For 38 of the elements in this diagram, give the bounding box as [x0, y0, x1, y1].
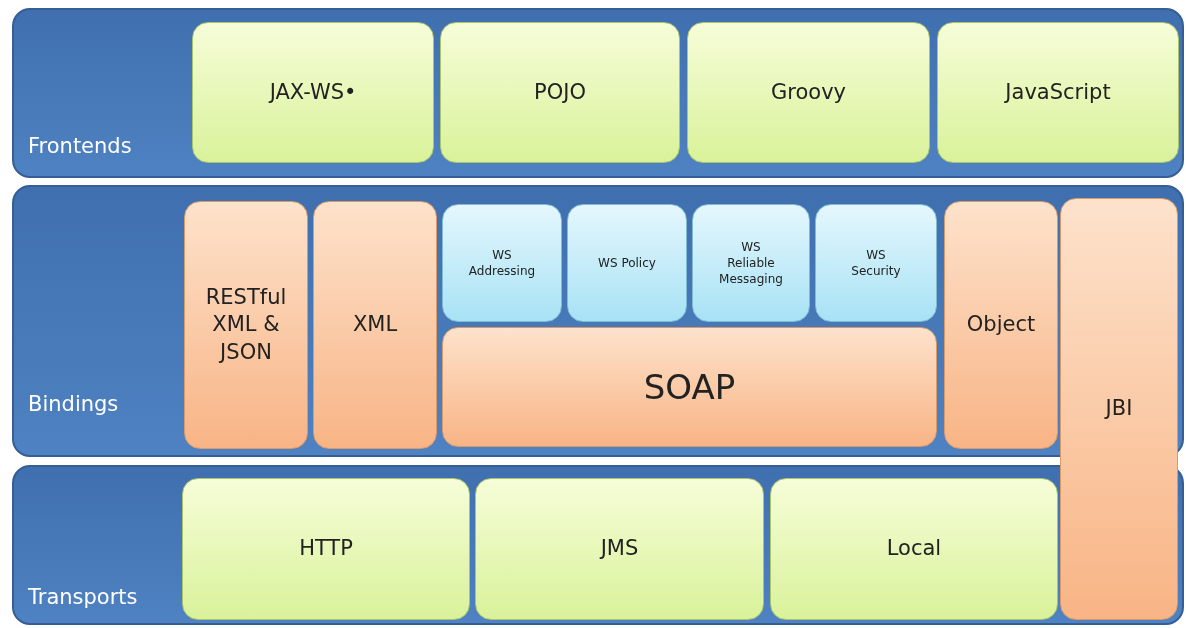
box-label: WS Addressing	[467, 246, 537, 280]
component-box	[440, 22, 680, 163]
box-label: JavaScript	[1005, 78, 1111, 106]
layer-label: Frontends	[28, 134, 132, 158]
extension-box	[815, 204, 937, 322]
binding-box	[442, 327, 937, 447]
layer-label: Bindings	[28, 392, 119, 416]
component-box	[475, 478, 764, 620]
box-label: JAX-WS•	[269, 78, 357, 106]
box-label: RESTful XML & JSON	[204, 284, 288, 366]
binding-box	[184, 201, 308, 449]
box-label: POJO	[534, 78, 586, 106]
extension-box	[442, 204, 562, 322]
box-label: WS Reliable Messaging	[718, 238, 784, 288]
component-box	[182, 478, 470, 620]
component-box	[192, 22, 434, 163]
layer-band	[12, 8, 1184, 178]
binding-box	[944, 201, 1058, 449]
extension-box	[692, 204, 810, 322]
component-box	[687, 22, 930, 163]
box-label: Local	[886, 535, 942, 563]
box-label: WS Policy	[598, 254, 656, 272]
layer-band	[12, 185, 1184, 457]
box-label: JMS	[600, 535, 639, 563]
binding-box	[313, 201, 437, 449]
box-label: XML	[352, 311, 398, 339]
component-box	[770, 478, 1058, 620]
binding-box	[1060, 198, 1178, 620]
layer-label: Transports	[28, 585, 138, 609]
box-label: Object	[966, 311, 1036, 339]
layer-band	[12, 465, 1184, 625]
extension-box	[567, 204, 687, 322]
box-label: Groovy	[771, 78, 846, 106]
box-label: WS Security	[850, 246, 902, 280]
box-label: SOAP	[643, 365, 736, 409]
box-label: JBI	[1105, 395, 1133, 423]
component-box	[937, 22, 1179, 163]
box-label: HTTP	[299, 535, 353, 563]
